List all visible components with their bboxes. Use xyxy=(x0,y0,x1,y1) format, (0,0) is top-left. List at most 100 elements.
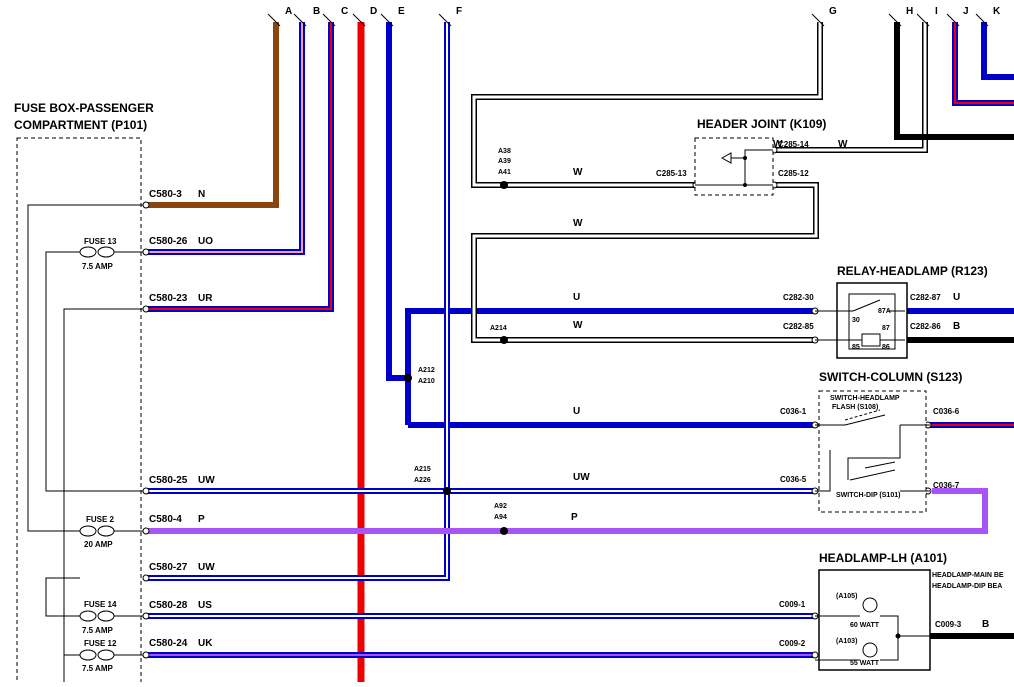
connector-terminals xyxy=(142,146,932,659)
wire-ur-label: UR xyxy=(198,293,213,304)
fuse13-label: FUSE 13 xyxy=(84,237,117,246)
fuse-box-title-2: COMPARTMENT (P101) xyxy=(14,118,147,132)
wire-uw3-label: UW xyxy=(573,472,590,483)
wire-uo-label: UO xyxy=(198,236,213,247)
wire-k xyxy=(981,22,1014,80)
wire-u2-label: U xyxy=(573,406,580,417)
switch-flash-label-2: FLASH (S108) xyxy=(832,404,878,411)
c009-3-label: C009-3 xyxy=(935,620,962,629)
header-joint-box xyxy=(694,137,774,196)
headlamp-dip-label: HEADLAMP-DIP BEA xyxy=(932,583,1002,590)
fuse14-label: FUSE 14 xyxy=(84,600,117,609)
relay-86: 86 xyxy=(882,344,890,351)
splice-a215: A215 xyxy=(414,466,431,473)
bulb-60w-label: 60 WATT xyxy=(850,622,880,629)
fuse-2-symbol xyxy=(79,525,115,537)
fuse-box-outline xyxy=(16,137,142,687)
bus-g: G xyxy=(829,6,837,17)
splice-a38: A38 xyxy=(498,148,511,155)
wire-uw-f xyxy=(148,22,450,581)
wire-p-label: P xyxy=(198,514,205,525)
relay-87: 87 xyxy=(882,325,890,332)
bus-j: J xyxy=(963,6,969,17)
wire-black-h xyxy=(894,22,1014,140)
switch-column-title: SWITCH-COLUMN (S123) xyxy=(819,370,962,384)
relay-title: RELAY-HEADLAMP (R123) xyxy=(837,264,988,278)
wire-p-purple xyxy=(148,488,988,534)
wire-relay-output xyxy=(907,308,1014,639)
switch-flash-label-1: SWITCH-HEADLAMP xyxy=(830,395,900,402)
fuse-box-internal-wiring xyxy=(27,204,145,682)
headlamp-lh-box xyxy=(815,569,931,671)
headlamp-title: HEADLAMP-LH (A101) xyxy=(819,551,947,565)
wire-w3-label: W xyxy=(838,139,848,150)
c282-85-label: C282-85 xyxy=(783,322,814,331)
bus-e: E xyxy=(398,6,405,17)
bus-ticks xyxy=(267,13,989,27)
bus-f: F xyxy=(456,6,462,17)
c036-1-label: C036-1 xyxy=(780,407,807,416)
c580-24-label: C580-24 xyxy=(149,638,188,649)
c036-7-label: C036-7 xyxy=(933,481,960,490)
wire-w4-label: W xyxy=(573,218,583,229)
splice-a92: A92 xyxy=(494,503,507,510)
splice-a94: A94 xyxy=(494,514,507,521)
fuse-12-symbol xyxy=(79,649,115,661)
wire-n-brown xyxy=(148,22,279,208)
wire-w1-label: W xyxy=(573,167,583,178)
splice-a212: A212 xyxy=(418,367,435,374)
wire-w-relay-label: W xyxy=(573,320,583,331)
switch-dip-label: SWITCH-DIP (S101) xyxy=(836,492,900,499)
wire-u-e xyxy=(386,22,813,428)
fuse2-rating: 20 AMP xyxy=(84,540,113,549)
c285-13-label: C285-13 xyxy=(656,169,687,178)
wire-n-label: N xyxy=(198,189,205,200)
c580-28-label: C580-28 xyxy=(149,600,188,611)
wire-uw-label: UW xyxy=(198,475,215,486)
c580-23-label: C580-23 xyxy=(149,293,188,304)
c580-25-label: C580-25 xyxy=(149,475,188,486)
relay-30: 30 xyxy=(852,317,860,324)
c285-14-label: C285-14 xyxy=(778,140,809,149)
wire-w-white xyxy=(471,22,928,343)
bulb-a103-label: (A103) xyxy=(836,638,857,645)
bus-d: D xyxy=(370,6,377,17)
c580-3-label: C580-3 xyxy=(149,189,182,200)
bus-b: B xyxy=(313,6,320,17)
splice-a226: A226 xyxy=(414,477,431,484)
c009-1-label: C009-1 xyxy=(779,600,806,609)
bus-a: A xyxy=(285,6,292,17)
fuse-box-title-1: FUSE BOX-PASSENGER xyxy=(14,101,154,115)
c282-87-label: C282-87 xyxy=(910,293,941,302)
fuse-13-symbol xyxy=(79,246,115,258)
relay-headlamp-box xyxy=(815,282,908,359)
splice-dots xyxy=(404,181,508,535)
wire-u1-label: U xyxy=(573,292,580,303)
bus-h: H xyxy=(906,6,913,17)
wire-uo xyxy=(148,22,305,255)
splice-a214: A214 xyxy=(490,325,507,332)
c580-26-label: C580-26 xyxy=(149,236,188,247)
bulb-a105-label: (A105) xyxy=(836,593,857,600)
c580-27-label: C580-27 xyxy=(149,562,188,573)
c009-2-label: C009-2 xyxy=(779,639,806,648)
c282-30-label: C282-30 xyxy=(783,293,814,302)
switch-column-box xyxy=(815,390,930,513)
wire-uw2-label: UW xyxy=(198,562,215,573)
wire-ur xyxy=(148,22,334,312)
c036-6-label: C036-6 xyxy=(933,407,960,416)
c036-5-label: C036-5 xyxy=(780,475,807,484)
wire-uk-label: UK xyxy=(198,638,213,649)
relay-85: 85 xyxy=(852,344,860,351)
wire-b1-label: B xyxy=(953,321,960,332)
fuse14-rating: 7.5 AMP xyxy=(82,626,113,635)
splice-a41: A41 xyxy=(498,169,511,176)
fuse12-label: FUSE 12 xyxy=(84,639,117,648)
wire-p2-label: P xyxy=(571,512,578,523)
headlamp-main-label: HEADLAMP-MAIN BE xyxy=(932,572,1004,579)
wire-us-label: US xyxy=(198,600,212,611)
bulb-55w-label: 55 WATT xyxy=(850,660,880,667)
fuse-14-symbol xyxy=(79,610,115,622)
